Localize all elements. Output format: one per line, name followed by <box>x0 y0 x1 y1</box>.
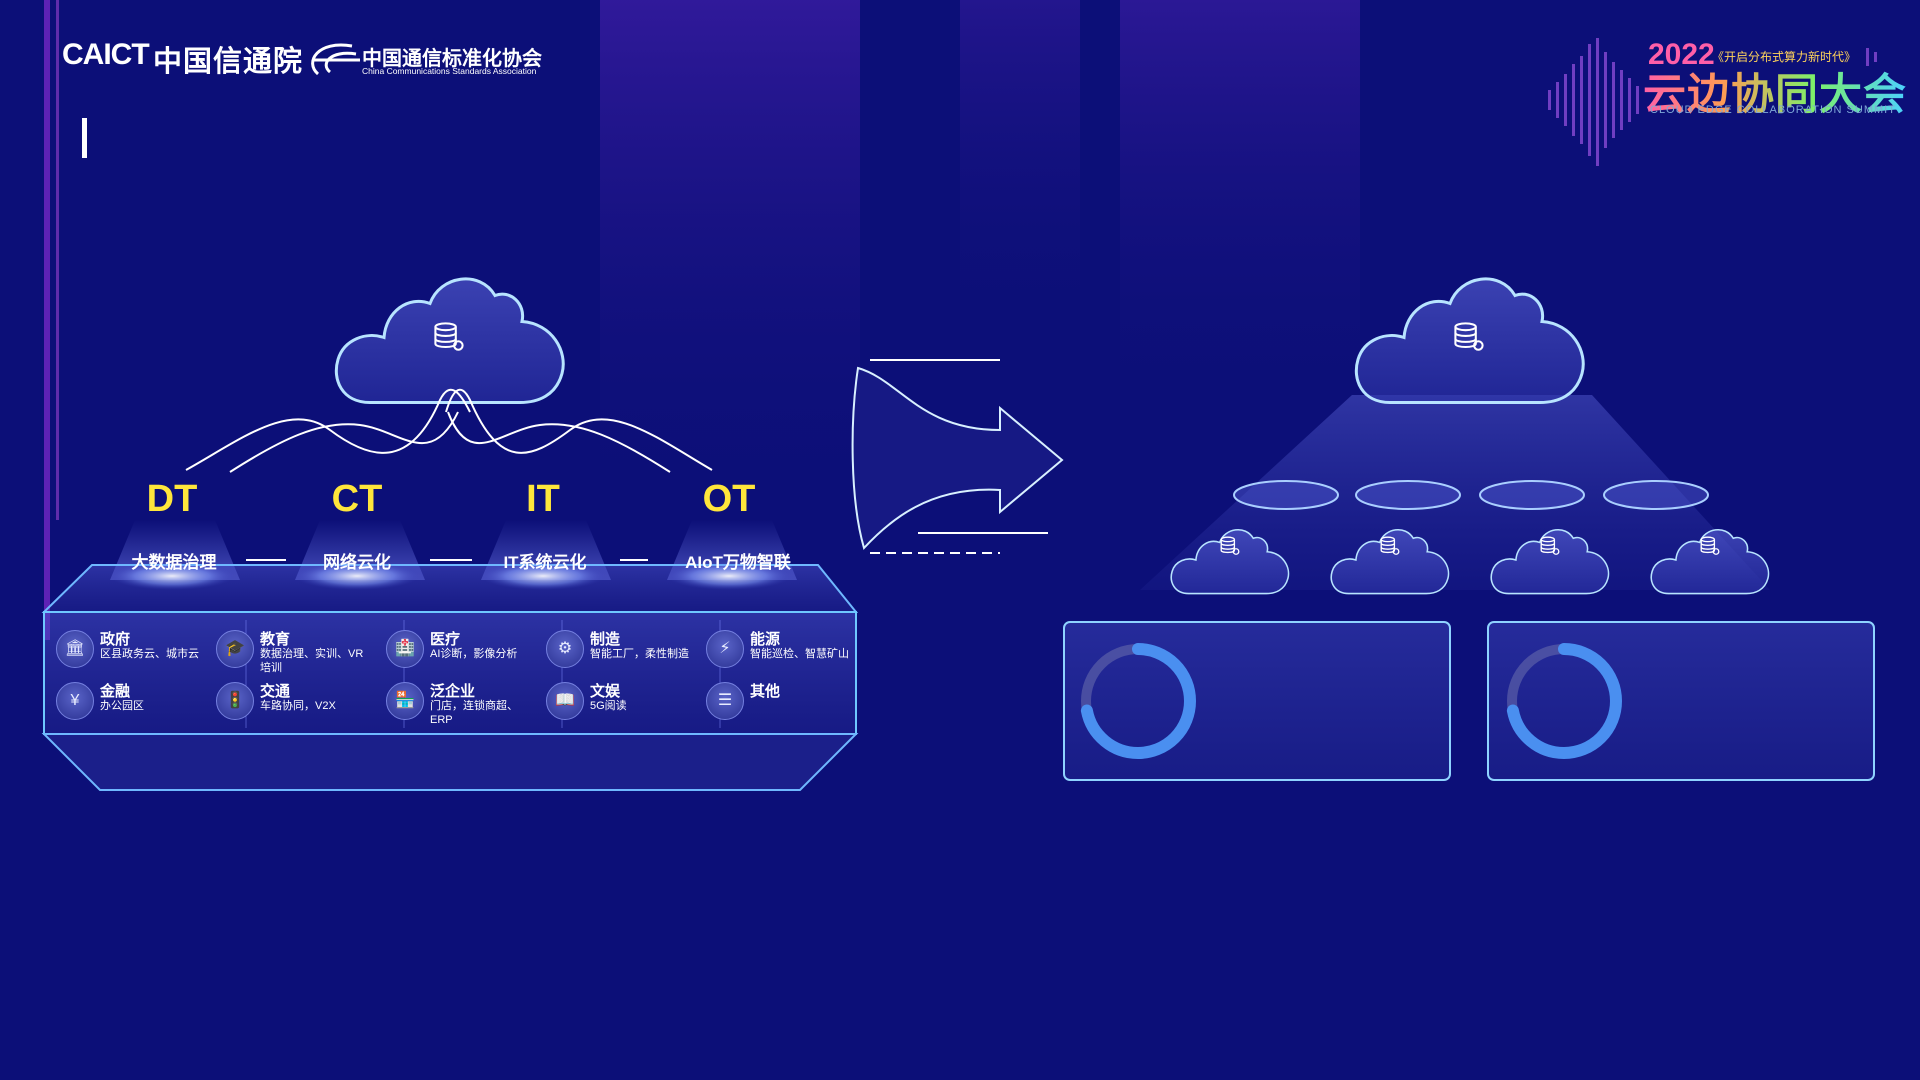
industry-item: 🏪 泛企业 门店，连锁商超、ERP <box>386 680 546 732</box>
progress-ring-right <box>1506 643 1622 759</box>
tech-label-ct: 网络云化 <box>323 553 391 572</box>
store-icon: 🏪 <box>386 682 424 720</box>
connection-waves <box>185 388 713 473</box>
industry-item: 🎓 教育 数据治理、实训、VR培训 <box>216 628 376 680</box>
title-accent-bar <box>82 118 87 158</box>
industry-item: 🏛 政府 区县政务云、城市云 <box>56 628 216 680</box>
industry-item: ¥ 金融 办公园区 <box>56 680 216 732</box>
tech-abbr-ot: OT <box>702 478 756 520</box>
caict-name: 中国信通院 <box>153 46 304 78</box>
summit-year: 2022 <box>1648 38 1715 71</box>
tech-label-ot: AIoT万物智联 <box>685 553 791 572</box>
hospital-icon: 🏥 <box>386 630 424 668</box>
equalizer-decoration <box>1548 38 1877 166</box>
industry-item: 🚦 交通 车路协同，V2X <box>216 680 376 732</box>
progress-ring-left <box>1080 643 1196 759</box>
industry-item: ⚡ 能源 智能巡检、智慧矿山 <box>706 628 866 680</box>
traffic-icon: 🚦 <box>216 682 254 720</box>
tech-label-it: IT系统云化 <box>503 553 587 572</box>
tech-abbr-it: IT <box>526 478 560 520</box>
ccsa-name-en: China Communications Standards Associati… <box>362 66 537 76</box>
summit-title: 云边协同大会 <box>1643 60 1907 122</box>
industry-item: ☰ 其他 <box>706 680 866 732</box>
tech-label-dt: 大数据治理 <box>131 553 217 572</box>
summit-title-en: CLOUD EDGE COLLABORATION SUMMIT <box>1650 104 1896 116</box>
info-panel-right <box>1487 621 1875 781</box>
tech-abbr-dt: DT <box>146 478 198 520</box>
edge-nodes <box>1233 480 1709 510</box>
info-panel-left <box>1063 621 1451 781</box>
industry-item: 🏥 医疗 AI诊断，影像分析 <box>386 628 546 680</box>
ccsa-name: 中国通信标准化协会 <box>362 48 542 70</box>
other-icon: ☰ <box>706 682 744 720</box>
ccsa-logo-icon <box>311 43 360 76</box>
industry-item: ⚙ 制造 智能工厂，柔性制造 <box>546 628 706 680</box>
mortarboard-icon: 🎓 <box>216 630 254 668</box>
tech-abbr-ct: CT <box>331 478 383 520</box>
media-icon: 📖 <box>546 682 584 720</box>
factory-gear-icon: ⚙ <box>546 630 584 668</box>
caict-logo: CAICT <box>62 38 150 71</box>
finance-icon: ¥ <box>56 682 94 720</box>
industry-item: 📖 文娱 5G阅读 <box>546 680 706 732</box>
transform-arrow-icon <box>851 359 1064 554</box>
bank-icon: 🏛 <box>56 630 94 668</box>
energy-icon: ⚡ <box>706 630 744 668</box>
summit-slogan: 《开启分布式算力新时代》 <box>1712 50 1857 64</box>
